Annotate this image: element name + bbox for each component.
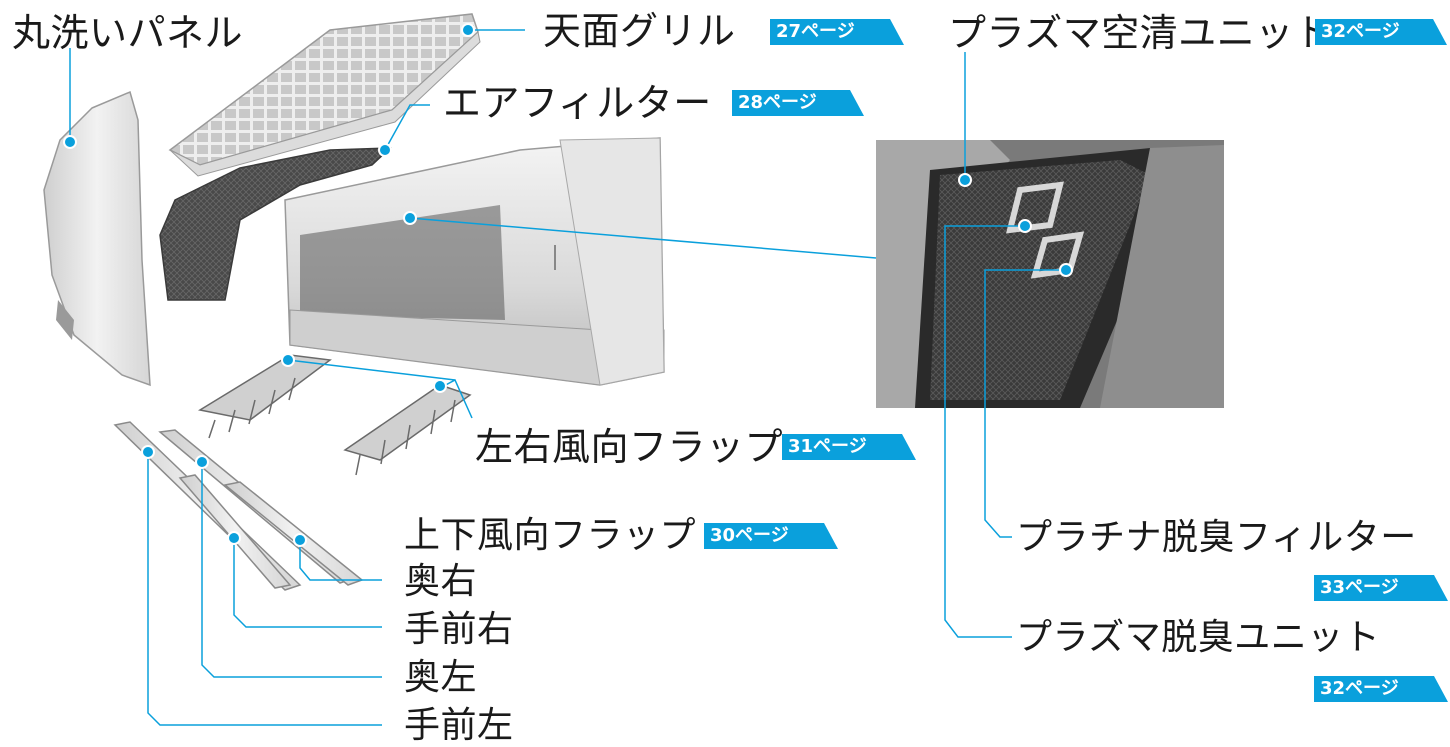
lr-flap-illustration: [197, 354, 472, 476]
label-back-right: 奥右: [404, 561, 478, 602]
page-badge-ud-flap: 30ページ: [704, 523, 838, 549]
label-front-left: 手前左: [404, 705, 514, 746]
top-grille-illustration: [168, 13, 481, 177]
label-plasma-deodor-unit: プラズマ脱臭ユニット: [1016, 617, 1381, 658]
leader-dots: [63, 23, 1073, 547]
inset-photo-frame: [876, 140, 1224, 408]
page-badge-lr-flap: 31ページ: [782, 434, 916, 460]
label-front-right: 手前右: [404, 609, 514, 650]
main-unit-illustration: [284, 137, 665, 386]
page-badge-plasma-unit: 32ページ: [1315, 19, 1447, 45]
page-badge-platinum-filter: 33ページ: [1314, 575, 1448, 601]
label-back-left: 奥左: [404, 657, 478, 698]
page-badge-air-filter: 28ページ: [732, 90, 864, 116]
air-filter-illustration: [159, 147, 392, 301]
leader-lines: [69, 29, 1066, 726]
label-top-grille: 天面グリル: [543, 9, 736, 53]
washable-panel-illustration: [43, 90, 151, 387]
page-badge-top-grille: 27ページ: [770, 19, 904, 45]
label-lr-flap: 左右風向フラップ: [475, 425, 784, 469]
label-air-filter: エアフィルター: [443, 81, 712, 125]
page-badge-plasma-deodor: 32ページ: [1314, 676, 1448, 702]
label-washable-panel: 丸洗いパネル: [12, 11, 244, 55]
label-ud-flap: 上下風向フラップ: [404, 515, 697, 556]
label-plasma-purifier-unit: プラズマ空清ユニット: [948, 11, 1333, 55]
ud-flap-illustration: [113, 421, 364, 591]
label-platinum-filter: プラチナ脱臭フィルター: [1016, 517, 1417, 558]
